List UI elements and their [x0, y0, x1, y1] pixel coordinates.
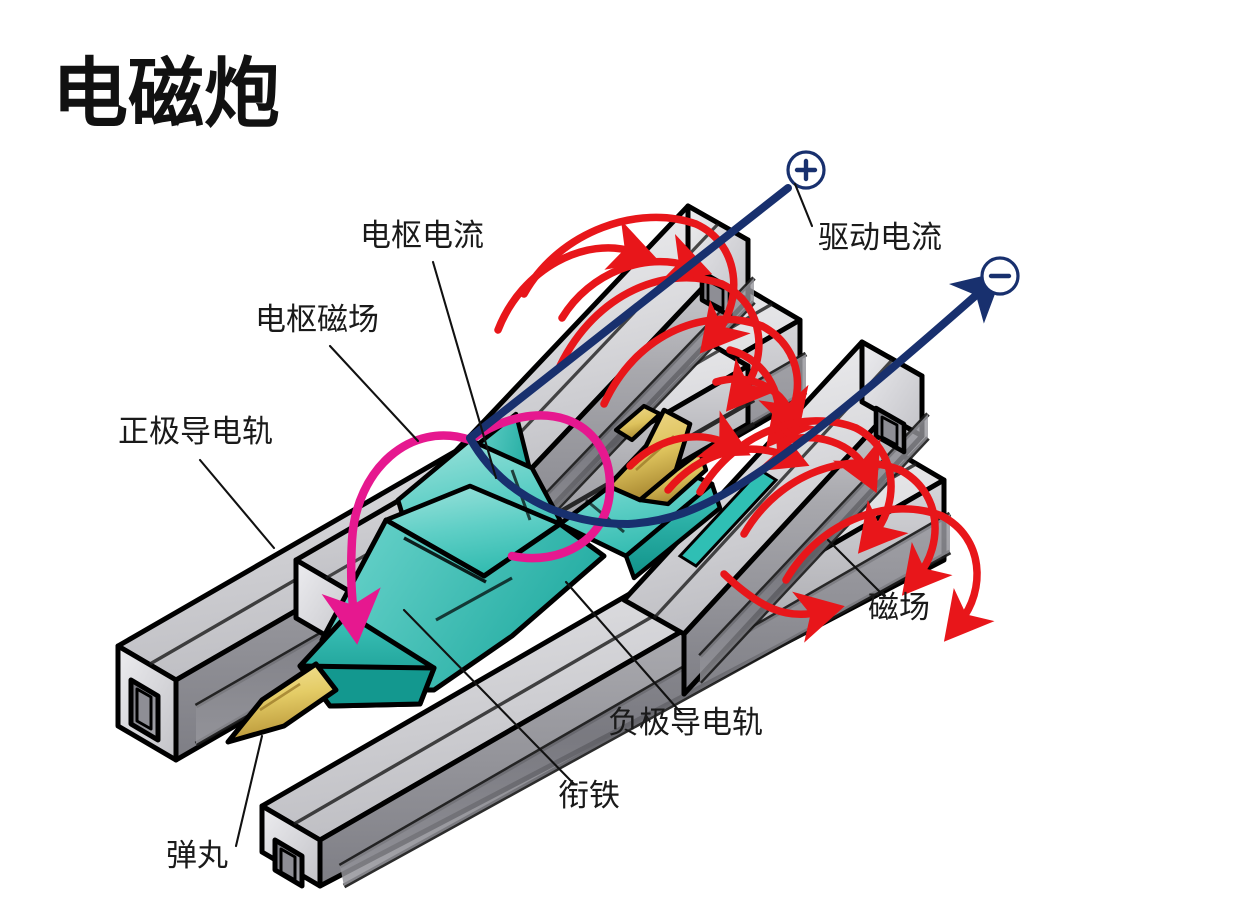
leader-positive-rail [198, 458, 276, 550]
callout-label-armature-field: 电枢磁场 [255, 302, 379, 338]
leader-armature-current [431, 260, 498, 480]
leader-keeper-iron [402, 608, 576, 786]
callout-label-projectile: 弹丸 [166, 838, 228, 874]
callout-label-armature-current: 电枢电流 [360, 218, 484, 254]
terminal-positive [786, 150, 826, 190]
callout-label-positive-rail: 正极导电轨 [118, 414, 273, 450]
callout-layer: 电枢电流 电枢磁场 正极导电轨 驱动电流 磁场 负极导电轨 衔铁 弹丸 [118, 182, 942, 874]
drive-current-path [466, 184, 1004, 528]
terminal-negative [980, 256, 1020, 296]
callout-label-magnetic-field: 磁场 [868, 590, 930, 626]
magnetic-field-loops [494, 213, 995, 643]
leader-negative-rail [564, 580, 684, 716]
callout-label-negative-rail: 负极导电轨 [608, 705, 763, 741]
leader-magnetic-field [826, 538, 886, 598]
page-title: 电磁炮 [52, 49, 280, 138]
leader-drive-current [793, 182, 814, 228]
callout-label-drive-current: 驱动电流 [818, 220, 942, 256]
callout-label-keeper-iron: 衔铁 [558, 778, 620, 814]
leader-armature-field [328, 344, 420, 443]
armature-field-loop [321, 411, 615, 645]
leader-projectile [234, 734, 264, 848]
